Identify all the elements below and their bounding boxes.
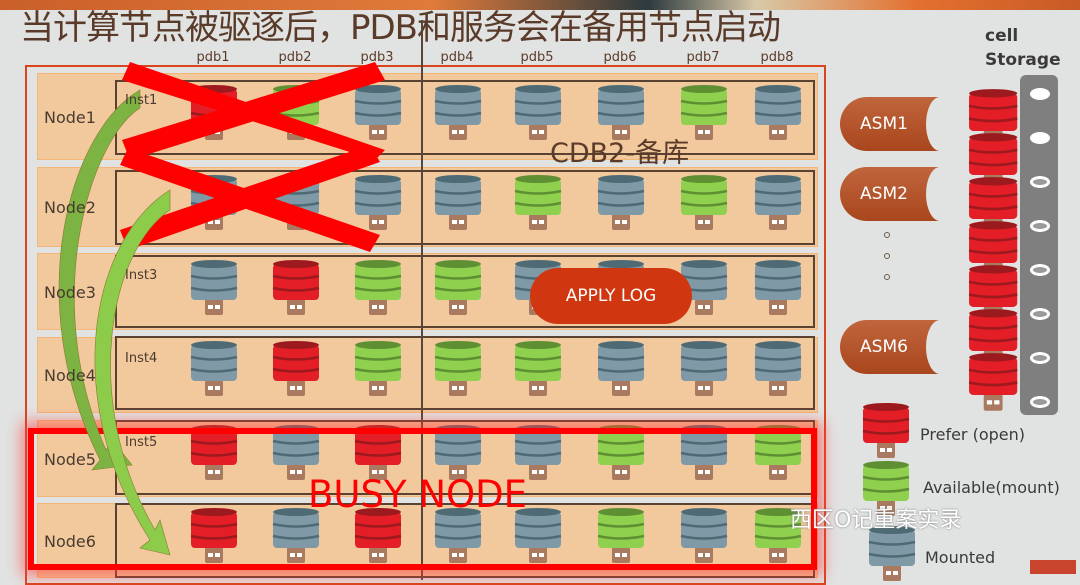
pdb-prefer-icon bbox=[862, 403, 910, 458]
pdb-mounted-icon bbox=[514, 85, 562, 140]
rack-slot bbox=[1030, 220, 1050, 232]
busy-node-label: BUSY NODE bbox=[308, 473, 527, 516]
pdb-mounted-icon bbox=[680, 341, 728, 396]
ellipsis-dot bbox=[884, 274, 890, 280]
failover-arrow-icon bbox=[58, 89, 171, 556]
pdb-mounted-icon bbox=[354, 175, 402, 230]
asm-instance: ASM2 bbox=[840, 167, 954, 221]
asm-instance: ASM1 bbox=[840, 97, 954, 151]
corner-decoration bbox=[1030, 560, 1076, 574]
pdb-available-icon bbox=[434, 341, 482, 396]
pdb-mounted-icon bbox=[190, 260, 238, 315]
instance-box bbox=[115, 170, 815, 245]
pdb-available-icon bbox=[514, 175, 562, 230]
cell-label: cell bbox=[985, 26, 1019, 46]
pdb-column-label: pdb8 bbox=[760, 50, 794, 65]
pdb-mounted-icon bbox=[354, 85, 402, 140]
pdb-available-icon bbox=[514, 341, 562, 396]
pdb-column-label: pdb3 bbox=[360, 50, 394, 65]
pdb-prefer-icon bbox=[272, 341, 320, 396]
node-label: Node6 bbox=[44, 531, 96, 551]
pdb-mounted-icon bbox=[434, 508, 482, 563]
legend-label: Prefer (open) bbox=[920, 425, 1025, 444]
pdb-mounted-icon bbox=[680, 508, 728, 563]
pdb-mounted-icon bbox=[680, 260, 728, 315]
pdb-mounted-icon bbox=[434, 85, 482, 140]
pdb-mounted-icon bbox=[272, 508, 320, 563]
pdb-available-icon bbox=[354, 260, 402, 315]
instance-label: Inst5 bbox=[125, 434, 158, 450]
watermark: 西区O记重案实录 bbox=[790, 508, 962, 533]
pdb-mounted-icon bbox=[754, 85, 802, 140]
pdb-mounted-icon bbox=[514, 508, 562, 563]
instance-label: Inst1 bbox=[125, 92, 158, 108]
node-label: Node4 bbox=[44, 366, 96, 385]
pdb-prefer-icon bbox=[190, 508, 238, 563]
node-label: Node3 bbox=[44, 282, 96, 302]
rack-slot bbox=[1030, 132, 1050, 144]
ellipsis-dot bbox=[884, 253, 890, 259]
node-label: Node2 bbox=[44, 198, 96, 217]
pdb-mounted-icon bbox=[754, 175, 802, 230]
pdb-prefer-icon bbox=[354, 508, 402, 563]
pdb-available-icon bbox=[754, 508, 802, 563]
evicted-x-icon bbox=[120, 62, 385, 252]
instance-label: Inst4 bbox=[125, 351, 158, 366]
pdb-mounted-icon bbox=[754, 341, 802, 396]
pdb-column-label: pdb6 bbox=[603, 50, 637, 65]
pdb-available-icon bbox=[434, 260, 482, 315]
pdb-mounted-icon bbox=[434, 175, 482, 230]
cdb-divider bbox=[421, 20, 423, 580]
rack-slot bbox=[1030, 264, 1050, 276]
pdb-column-label: pdb1 bbox=[196, 50, 230, 65]
pdb-available-icon bbox=[680, 85, 728, 140]
asm-instance: ASM6 bbox=[840, 320, 954, 374]
pdb-available-icon bbox=[354, 341, 402, 396]
legend-label: Mounted bbox=[925, 548, 996, 567]
pdb-mounted-icon bbox=[190, 341, 238, 396]
rack-slot bbox=[1030, 308, 1050, 320]
pdb-column-label: pdb2 bbox=[278, 50, 312, 65]
pdb-mounted-icon bbox=[597, 175, 645, 230]
instance-label: Inst3 bbox=[125, 267, 158, 283]
pdb-prefer-icon bbox=[272, 260, 320, 315]
pdb-available-icon bbox=[754, 425, 802, 480]
pdb-prefer-icon bbox=[968, 353, 1018, 411]
storage-label: Storage bbox=[985, 50, 1061, 70]
legend-label: Available(mount) bbox=[923, 478, 1060, 497]
pdb-mounted-icon bbox=[754, 260, 802, 315]
instance-box bbox=[115, 336, 815, 410]
pdb-column-label: pdb5 bbox=[520, 50, 554, 65]
rack-slot bbox=[1030, 396, 1050, 408]
pdb-column-label: pdb7 bbox=[686, 50, 720, 65]
decorative-banner bbox=[0, 0, 1080, 10]
rack-slot bbox=[1030, 352, 1050, 364]
ellipsis-dot bbox=[884, 232, 890, 238]
pdb-mounted-icon bbox=[597, 341, 645, 396]
pdb-mounted-icon bbox=[597, 85, 645, 140]
pdb-available-icon bbox=[862, 461, 910, 516]
busy-node-highlight bbox=[28, 428, 817, 570]
cdb-label: CDB2-备库 bbox=[550, 138, 690, 169]
rack-slot bbox=[1030, 176, 1050, 188]
rack-slot bbox=[1030, 88, 1050, 100]
apply-log-badge: APPLY LOG bbox=[530, 268, 692, 324]
slide-title: 当计算节点被驱逐后，PDB和服务会在备用节点启动 bbox=[20, 8, 781, 48]
pdb-column-label: pdb4 bbox=[440, 50, 474, 65]
node-label: Node1 bbox=[44, 107, 96, 127]
node-label: Node5 bbox=[44, 449, 96, 469]
pdb-available-icon bbox=[597, 508, 645, 563]
pdb-available-icon bbox=[597, 425, 645, 480]
pdb-available-icon bbox=[680, 175, 728, 230]
